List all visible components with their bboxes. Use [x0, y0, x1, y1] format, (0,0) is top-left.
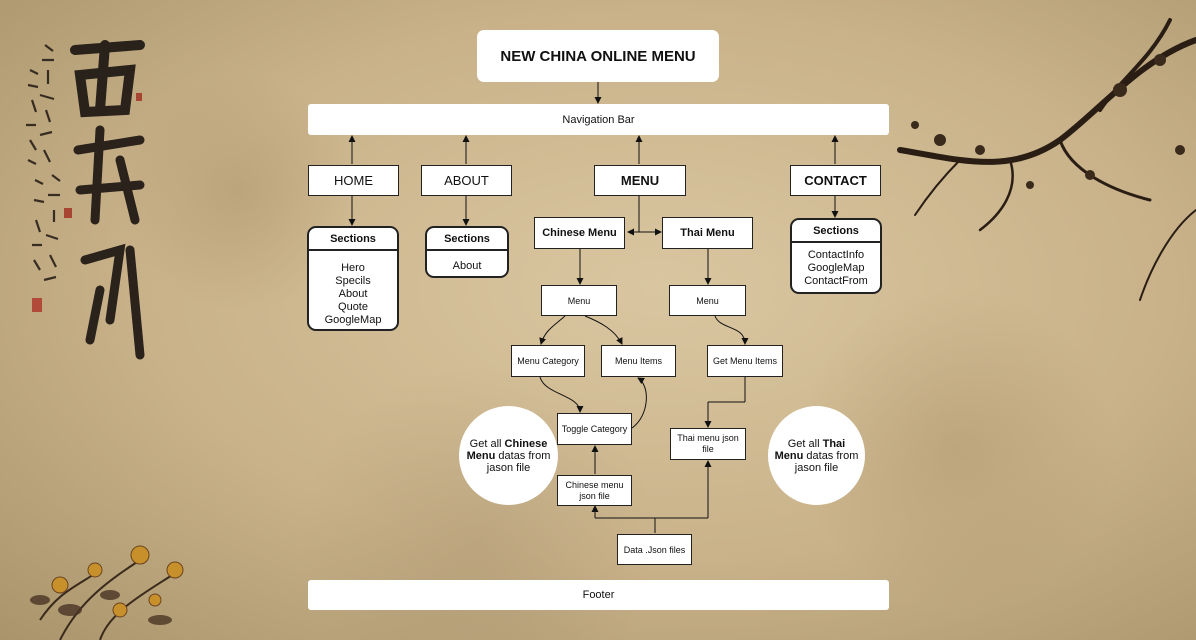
arrow-menu-to-items — [584, 315, 623, 345]
arrow-toggle-to-items — [631, 377, 647, 429]
navigation-bar-node: Navigation Bar — [308, 104, 889, 135]
note-text: Get all — [787, 437, 823, 450]
thai-menu-node: Thai Menu — [662, 217, 753, 249]
toggle-category-node: Toggle Category — [557, 413, 632, 445]
menu-node: MENU — [594, 165, 686, 196]
calligraphy-illustration — [26, 40, 145, 360]
contact-section-item: ContactInfo — [807, 249, 865, 261]
contact-sections-header: Sections — [792, 220, 880, 243]
contact-node: CONTACT — [790, 165, 881, 196]
home-node: HOME — [308, 165, 399, 196]
diagram-title: NEW CHINA ONLINE MENU — [477, 30, 719, 82]
home-section-item: Quote — [338, 301, 368, 313]
get-menu-items-node: Get Menu Items — [707, 345, 783, 377]
thai-note-circle: Get all Thai Menu datas from jason file — [768, 406, 865, 505]
menu-items-node: Menu Items — [601, 345, 676, 377]
about-section-item: About — [452, 260, 482, 272]
about-sections-header: Sections — [427, 228, 507, 251]
footer-node: Footer — [308, 580, 889, 610]
contact-sections-node: Sections ContactInfo GoogleMap ContactFr… — [790, 218, 882, 294]
home-section-item: GoogleMap — [324, 314, 382, 326]
thai-json-node: Thai menu json file — [670, 428, 746, 460]
arrow-category-to-toggle — [539, 376, 584, 413]
chinese-note-circle: Get all Chinese Menu datas from jason fi… — [459, 406, 558, 505]
plum-branch-illustration — [897, 18, 1196, 301]
menu-category-node: Menu Category — [511, 345, 585, 377]
note-text: datas from jason file — [794, 449, 859, 474]
thai-sub-menu-node: Menu — [669, 285, 746, 316]
flower-illustration — [30, 545, 184, 640]
chinese-json-node: Chinese menu json file — [557, 475, 632, 506]
home-section-item: Hero — [341, 262, 365, 274]
note-text: datas from jason file — [486, 449, 551, 474]
home-sections-header: Sections — [309, 228, 397, 251]
note-bold-text: Thai Menu — [774, 437, 846, 462]
note-text: Get all — [469, 437, 505, 450]
chinese-menu-node: Chinese Menu — [534, 217, 625, 249]
arrow-menu-to-get-items — [714, 315, 749, 345]
note-bold-text: Chinese Menu — [466, 437, 548, 462]
about-sections-node: Sections About — [425, 226, 509, 278]
home-section-item: Specils — [335, 275, 371, 287]
chinese-sub-menu-node: Menu — [541, 285, 617, 316]
home-sections-node: Sections Hero Specils About Quote Google… — [307, 226, 399, 331]
data-json-node: Data .Json files — [617, 534, 692, 565]
arrow-menu-to-category — [539, 315, 566, 345]
contact-section-item: GoogleMap — [807, 262, 865, 274]
about-node: ABOUT — [421, 165, 512, 196]
contact-section-item: ContactFrom — [804, 275, 868, 287]
home-section-item: About — [338, 288, 368, 300]
